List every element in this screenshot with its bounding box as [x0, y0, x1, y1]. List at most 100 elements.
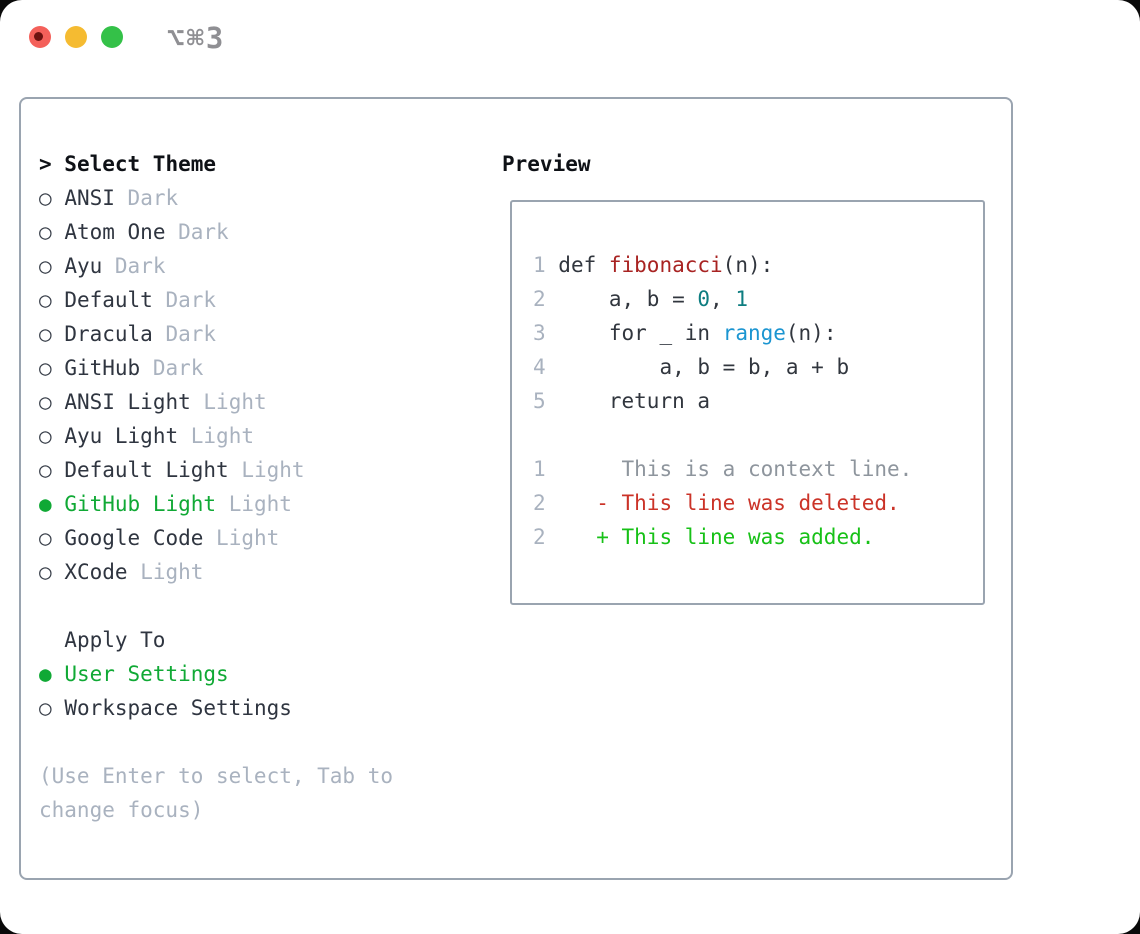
- radio-unselected-icon: ○: [39, 322, 52, 346]
- theme-option[interactable]: ○ Default Dark: [39, 283, 393, 317]
- code-line: 2 a, b = 0, 1: [533, 282, 983, 316]
- theme-variant: Light: [228, 492, 292, 516]
- theme-name: Dracula: [64, 322, 153, 346]
- code-segment: fibonacci: [608, 253, 723, 277]
- code-line: 1 def fibonacci(n):: [533, 248, 983, 282]
- line-number: [533, 423, 546, 447]
- theme-variant: Light: [216, 526, 280, 550]
- theme-option[interactable]: ○ Dracula Dark: [39, 317, 393, 351]
- code-segment: a, b =: [558, 287, 698, 311]
- theme-name: Default Light: [64, 458, 229, 482]
- theme-option[interactable]: ○ ANSI Dark: [39, 181, 393, 215]
- radio-unselected-icon: ○: [39, 526, 52, 550]
- code-line: 4 a, b = b, a + b: [533, 350, 983, 384]
- window-title: ⌥⌘3: [167, 21, 226, 55]
- line-number: 1: [533, 457, 559, 481]
- code-line: 2 - This line was deleted.: [533, 486, 983, 520]
- apply-to-header: Apply To: [39, 623, 393, 657]
- theme-variant: Dark: [178, 220, 229, 244]
- theme-name: Ayu: [64, 254, 103, 278]
- theme-name: Default: [64, 288, 153, 312]
- theme-option[interactable]: ○ XCode Light: [39, 555, 393, 589]
- theme-name: ANSI Light: [64, 390, 191, 414]
- radio-selected-icon: ●: [39, 492, 52, 516]
- code-segment: for _ in: [558, 321, 723, 345]
- line-number: 3: [533, 321, 559, 345]
- theme-variant: Dark: [152, 356, 204, 380]
- line-number: 1: [533, 253, 559, 277]
- code-line: 5 return a: [533, 384, 983, 418]
- radio-selected-icon: ●: [39, 662, 52, 686]
- theme-list: ○ ANSI Dark○ Atom One Dark○ Ayu Dark○ De…: [39, 181, 393, 589]
- apply-to-title: Apply To: [64, 628, 166, 652]
- theme-name: XCode: [64, 560, 128, 584]
- code-segment: (n):: [785, 321, 837, 345]
- theme-variant: Light: [203, 390, 267, 414]
- theme-option[interactable]: ○ ANSI Light Light: [39, 385, 393, 419]
- theme-option[interactable]: ○ GitHub Dark: [39, 351, 393, 385]
- apply-to-list: ● User Settings○ Workspace Settings: [39, 657, 393, 725]
- radio-unselected-icon: ○: [39, 696, 52, 720]
- code-segment: return a: [558, 389, 711, 413]
- theme-name: Ayu Light: [64, 424, 179, 448]
- theme-name: Google Code: [64, 526, 204, 550]
- apply-option[interactable]: ○ Workspace Settings: [39, 691, 393, 725]
- code-segment: 1: [735, 287, 748, 311]
- theme-name: GitHub Light: [64, 492, 217, 516]
- titlebar: ⌥⌘3: [0, 0, 1140, 75]
- code-line: 2 + This line was added.: [533, 520, 983, 554]
- preview-title: Preview: [502, 152, 591, 176]
- radio-unselected-icon: ○: [39, 220, 52, 244]
- theme-option[interactable]: ○ Atom One Dark: [39, 215, 393, 249]
- apply-option-label: User Settings: [64, 662, 229, 686]
- theme-option[interactable]: ○ Google Code Light: [39, 521, 393, 555]
- line-number: 2: [533, 287, 559, 311]
- select-theme-title: Select Theme: [64, 152, 217, 176]
- minimize-button-icon[interactable]: [65, 26, 87, 48]
- theme-name: Atom One: [64, 220, 166, 244]
- hint-line: change focus): [39, 798, 204, 822]
- select-theme-header: > Select Theme: [39, 147, 393, 181]
- code-segment: def: [558, 253, 609, 277]
- code-segment: + This line was added.: [558, 525, 875, 549]
- radio-unselected-icon: ○: [39, 288, 52, 312]
- app-panel: > Select Theme ○ ANSI Dark○ Atom One Dar…: [19, 97, 1013, 880]
- apply-option[interactable]: ● User Settings: [39, 657, 393, 691]
- line-number: 5: [533, 389, 559, 413]
- theme-variant: Dark: [127, 186, 179, 210]
- theme-variant: Dark: [165, 288, 217, 312]
- code-segment: - This line was deleted.: [558, 491, 900, 515]
- line-number: 4: [533, 355, 559, 379]
- theme-variant: Light: [241, 458, 305, 482]
- radio-unselected-icon: ○: [39, 186, 52, 210]
- theme-option[interactable]: ○ Default Light Light: [39, 453, 393, 487]
- code-segment: ,: [710, 287, 736, 311]
- code-line: [533, 418, 983, 452]
- close-button-icon[interactable]: [29, 26, 51, 48]
- apply-option-label: Workspace Settings: [64, 696, 292, 720]
- theme-option[interactable]: ○ Ayu Dark: [39, 249, 393, 283]
- zoom-button-icon[interactable]: [101, 26, 123, 48]
- radio-unselected-icon: ○: [39, 560, 52, 584]
- theme-option[interactable]: ○ Ayu Light Light: [39, 419, 393, 453]
- line-number: 2: [533, 491, 559, 515]
- prompt-caret-icon: >: [39, 152, 65, 176]
- code-segment: (n):: [722, 253, 774, 277]
- line-number: 2: [533, 525, 559, 549]
- theme-variant: Dark: [165, 322, 217, 346]
- radio-unselected-icon: ○: [39, 254, 52, 278]
- radio-unselected-icon: ○: [39, 458, 52, 482]
- theme-variant: Light: [140, 560, 204, 584]
- code-segment: 0: [697, 287, 711, 311]
- radio-unselected-icon: ○: [39, 356, 52, 380]
- theme-option[interactable]: ● GitHub Light Light: [39, 487, 393, 521]
- theme-variant: Dark: [114, 254, 166, 278]
- code-segment: range: [722, 321, 786, 345]
- radio-unselected-icon: ○: [39, 424, 52, 448]
- spacer: [39, 589, 393, 623]
- code-line: 3 for _ in range(n):: [533, 316, 983, 350]
